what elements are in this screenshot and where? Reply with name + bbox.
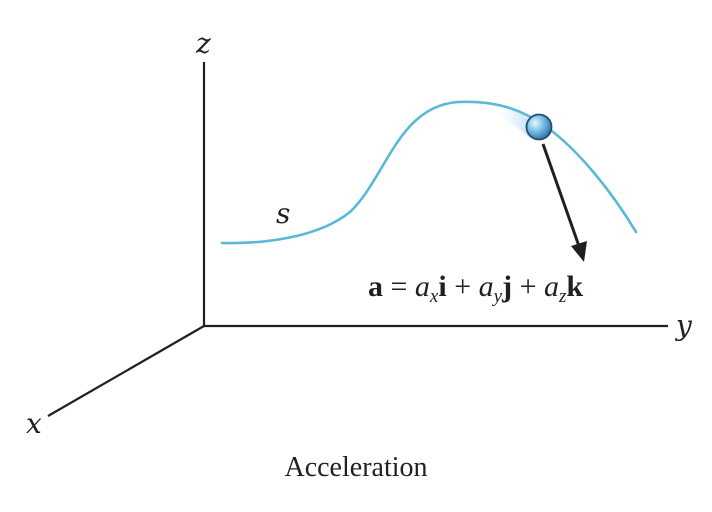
particle <box>525 113 553 141</box>
formula-unit-k: k <box>566 270 584 303</box>
formula-plus-2: + <box>519 270 537 303</box>
figure-caption: Acceleration <box>284 452 428 483</box>
formula-unit-i: i <box>438 270 447 303</box>
formula-coef-z: a <box>543 270 559 303</box>
formula-plus-1: + <box>454 270 472 303</box>
formula-coef-y: a <box>478 270 494 303</box>
acceleration-formula: a = axi + ayj + azk <box>368 270 584 307</box>
formula-equals: = <box>390 270 408 303</box>
z-axis-label: z <box>196 27 211 60</box>
formula-unit-j: j <box>502 270 513 303</box>
y-axis-label: y <box>676 309 692 342</box>
acceleration-vector <box>541 143 582 250</box>
formula-sub-x: x <box>429 286 439 307</box>
formula-lhs: a <box>368 270 383 303</box>
path-curve <box>220 100 638 245</box>
path-label: s <box>276 197 291 230</box>
formula-sub-y: y <box>493 286 503 307</box>
formula-coef-x: a <box>414 270 430 303</box>
acceleration-arrowhead <box>571 241 587 262</box>
x-axis-label: x <box>26 407 42 440</box>
formula-sub-z: z <box>558 286 567 307</box>
x-axis <box>47 325 205 417</box>
